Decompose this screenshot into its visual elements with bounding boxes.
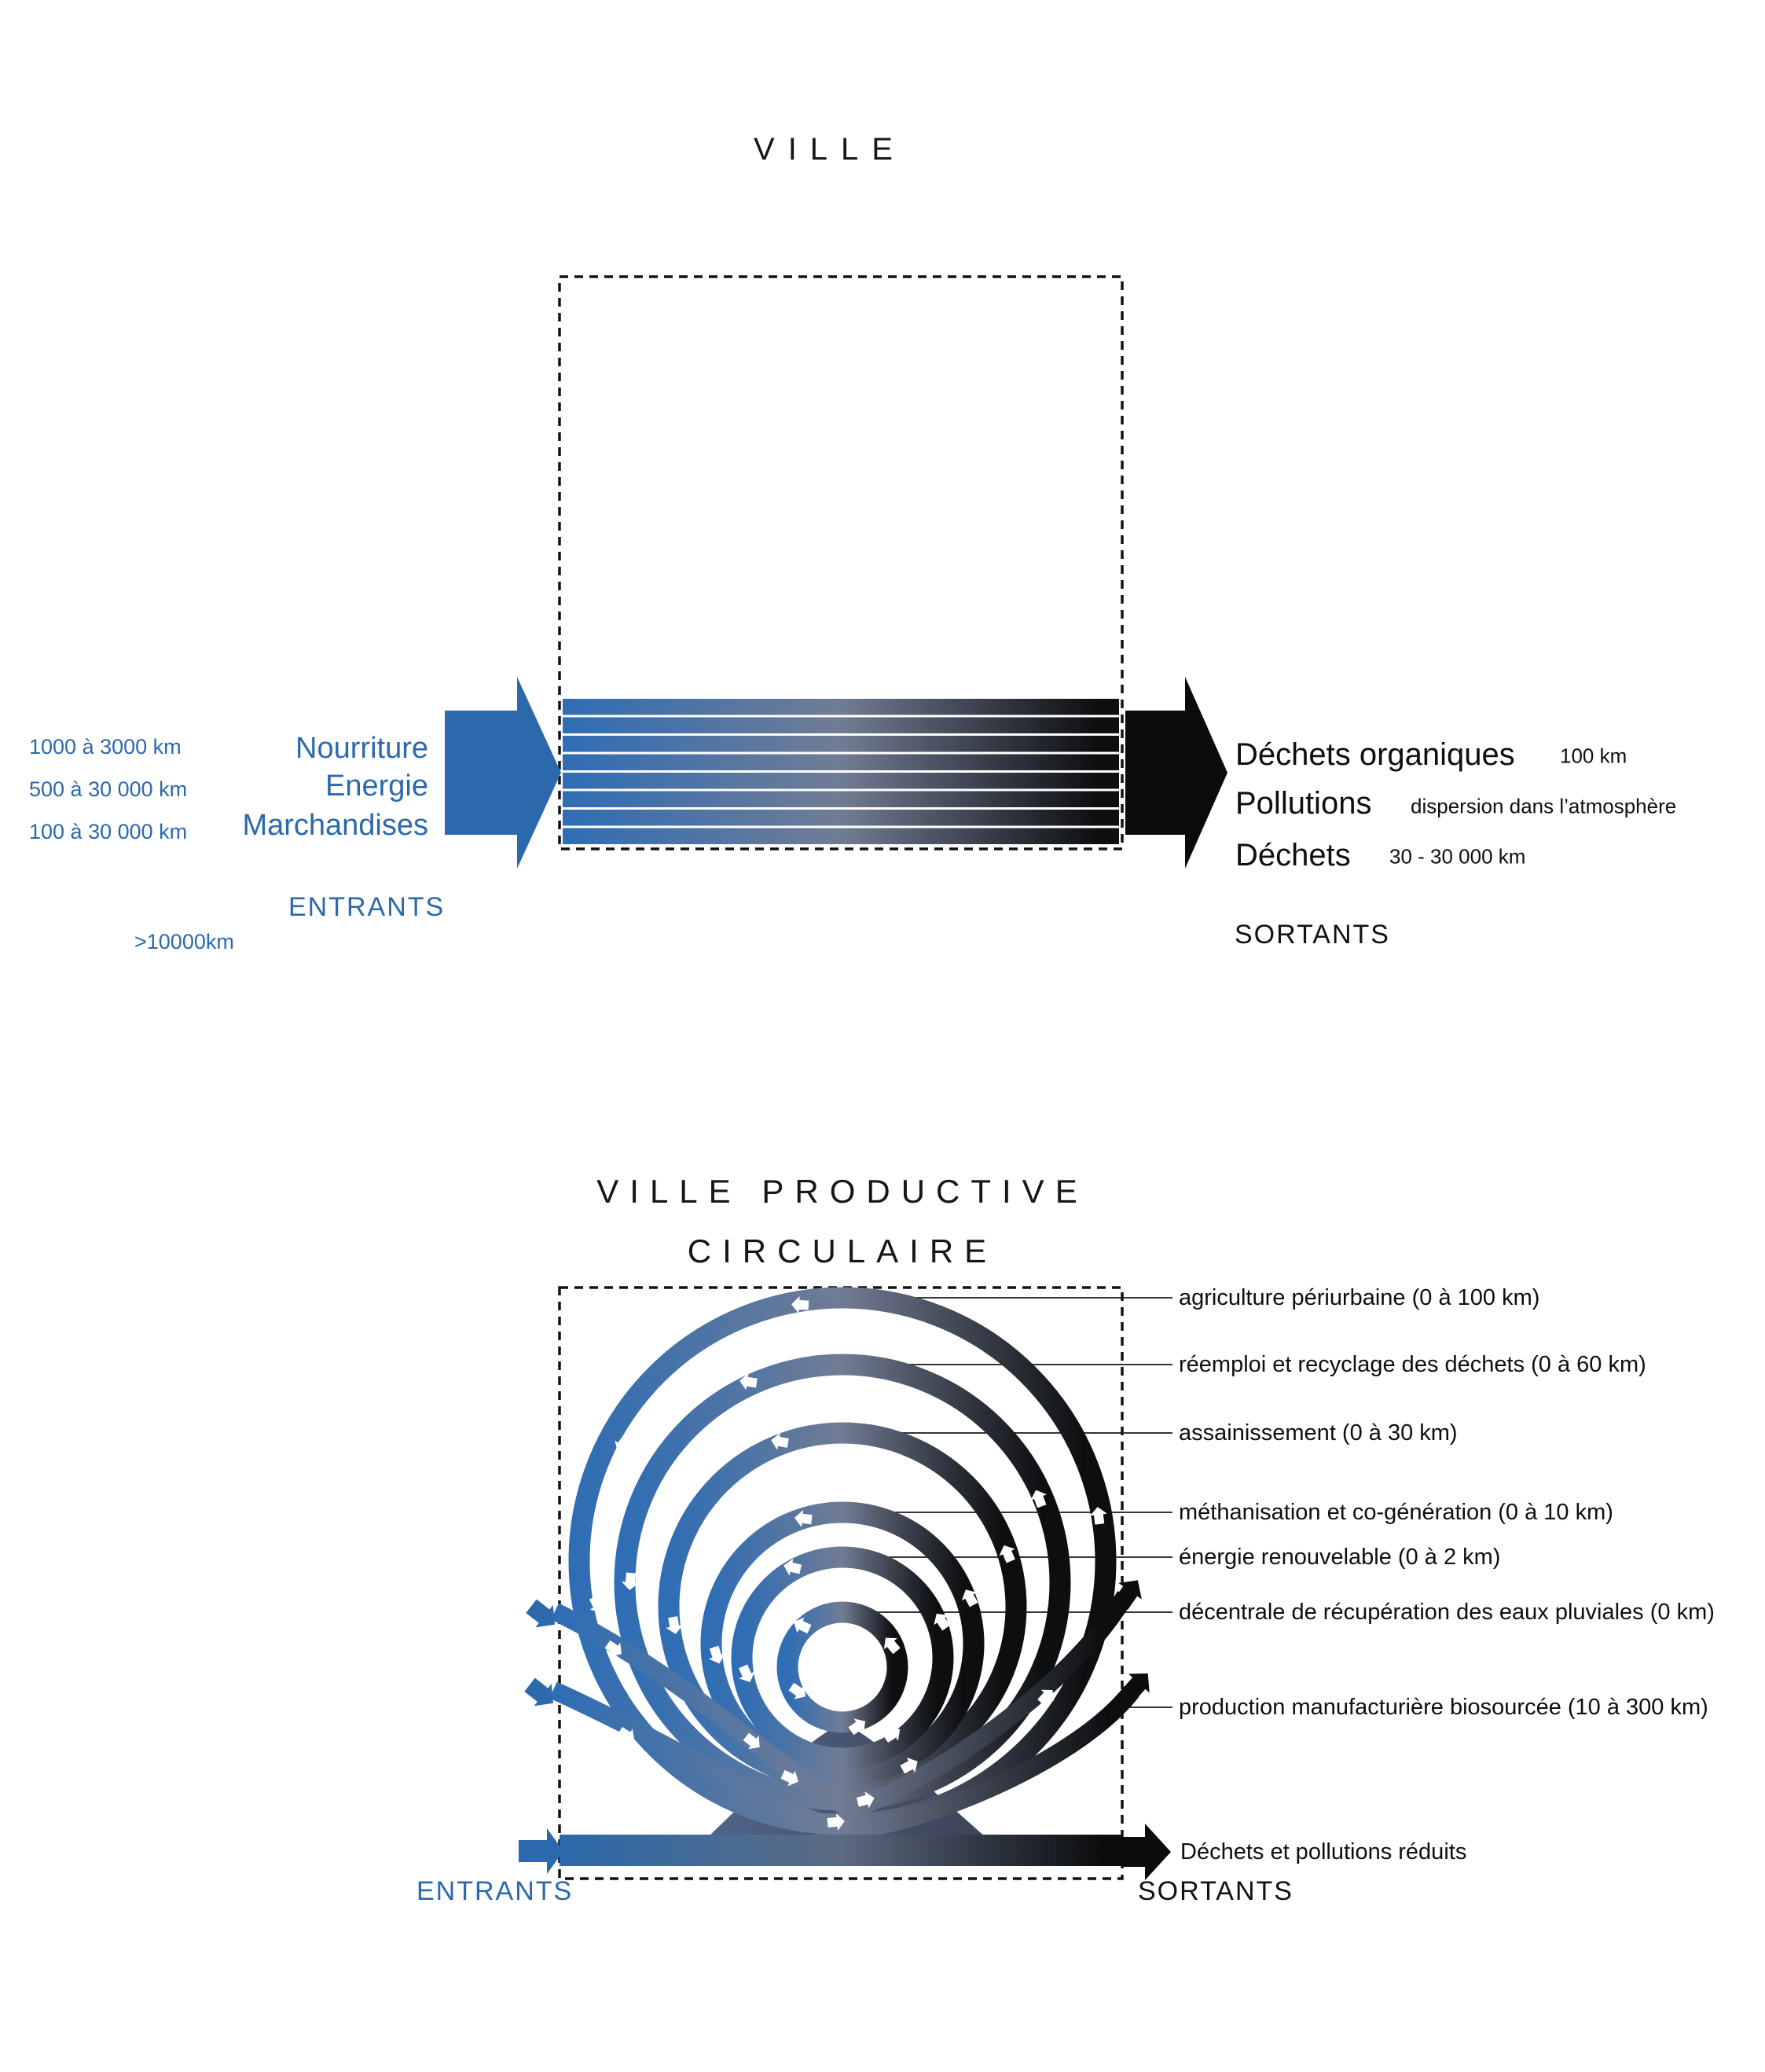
residual-output-label: Déchets et pollutions réduits (1180, 1839, 1467, 1864)
through-flow-stripes (563, 699, 1119, 844)
arc-through-upper (550, 1591, 1133, 1820)
loop-label-agriculture: agriculture périurbaine (0 à 100 km) (1179, 1284, 1540, 1310)
input-distance-1: 1000 à 3000 km (29, 734, 182, 759)
input-extra-distance: >10000km (134, 929, 234, 953)
flow-stripe (563, 754, 1119, 770)
flow-stripe (563, 791, 1119, 807)
flow-stripe (563, 699, 1119, 715)
loop-eaux-pluviales (776, 1601, 908, 1733)
output-dechets-organiques-distance: 100 km (1560, 744, 1627, 768)
sortants-caption-top: SORTANTS (1235, 920, 1390, 950)
output-pollutions-detail: dispersion dans l’atmosphère (1411, 794, 1677, 818)
circular-city-diagram (519, 1286, 1172, 1880)
inputs-arrow-icon (445, 677, 561, 869)
loop-label-energie: énergie renouvelable (0 à 2 km) (1179, 1544, 1501, 1570)
arc-production-biosourcee (549, 1681, 1139, 1841)
input-item-nourriture: Nourriture (295, 732, 428, 766)
loop-label-reemploi: réemploi et recyclage des déchets (0 à 6… (1179, 1351, 1646, 1377)
bar-entry-arrow-icon (519, 1828, 563, 1874)
output-pollutions: Pollutions (1235, 786, 1372, 821)
title-ville: VILLE (754, 132, 906, 167)
open-arcs (549, 1591, 1139, 1841)
input-distance-2: 500 à 30 000 km (29, 777, 188, 801)
title-ville-productive-circulaire: VILLE PRODUCTIVE CIRCULAIRE (528, 1162, 1157, 1282)
entrants-caption-bottom: ENTRANTS (416, 1876, 574, 1907)
outputs-arrow-icon (1125, 677, 1227, 869)
input-item-marchandises: Marchandises (242, 809, 428, 843)
output-dechets-distance: 30 - 30 000 km (1389, 844, 1526, 869)
entrants-caption-top: ENTRANTS (288, 892, 446, 923)
output-dechets-organiques: Déchets organiques (1235, 737, 1515, 772)
input-item-energie: Energie (325, 770, 428, 803)
flow-stripe (563, 773, 1119, 789)
bar-exit-arrow-icon (1122, 1824, 1171, 1880)
flow-stripe (563, 717, 1119, 733)
flow-stripe (563, 828, 1119, 844)
sortants-caption-bottom: SORTANTS (1138, 1876, 1293, 1907)
output-dechets: Déchets (1235, 838, 1351, 873)
flow-stripe (563, 810, 1119, 826)
flow-stripe (563, 736, 1119, 752)
loop-label-eaux-pluviales: décentrale de récupération des eaux pluv… (1179, 1599, 1715, 1625)
linear-city-diagram (445, 275, 1227, 869)
title-line-1: VILLE PRODUCTIVE (596, 1173, 1088, 1210)
title-line-2: CIRCULAIRE (687, 1233, 998, 1270)
loop-methanisation (700, 1501, 985, 1786)
loop-energie-renouvelable (731, 1546, 954, 1769)
input-distance-3: 100 à 30 000 km (29, 819, 188, 843)
loop-label-production: production manufacturière biosourcée (10… (1179, 1694, 1708, 1720)
loop-label-assainissement: assainissement (0 à 30 km) (1179, 1420, 1458, 1446)
residual-flow-bar (560, 1835, 1122, 1866)
loop-label-methanisation: méthanisation et co-génération (0 à 10 k… (1179, 1499, 1613, 1525)
